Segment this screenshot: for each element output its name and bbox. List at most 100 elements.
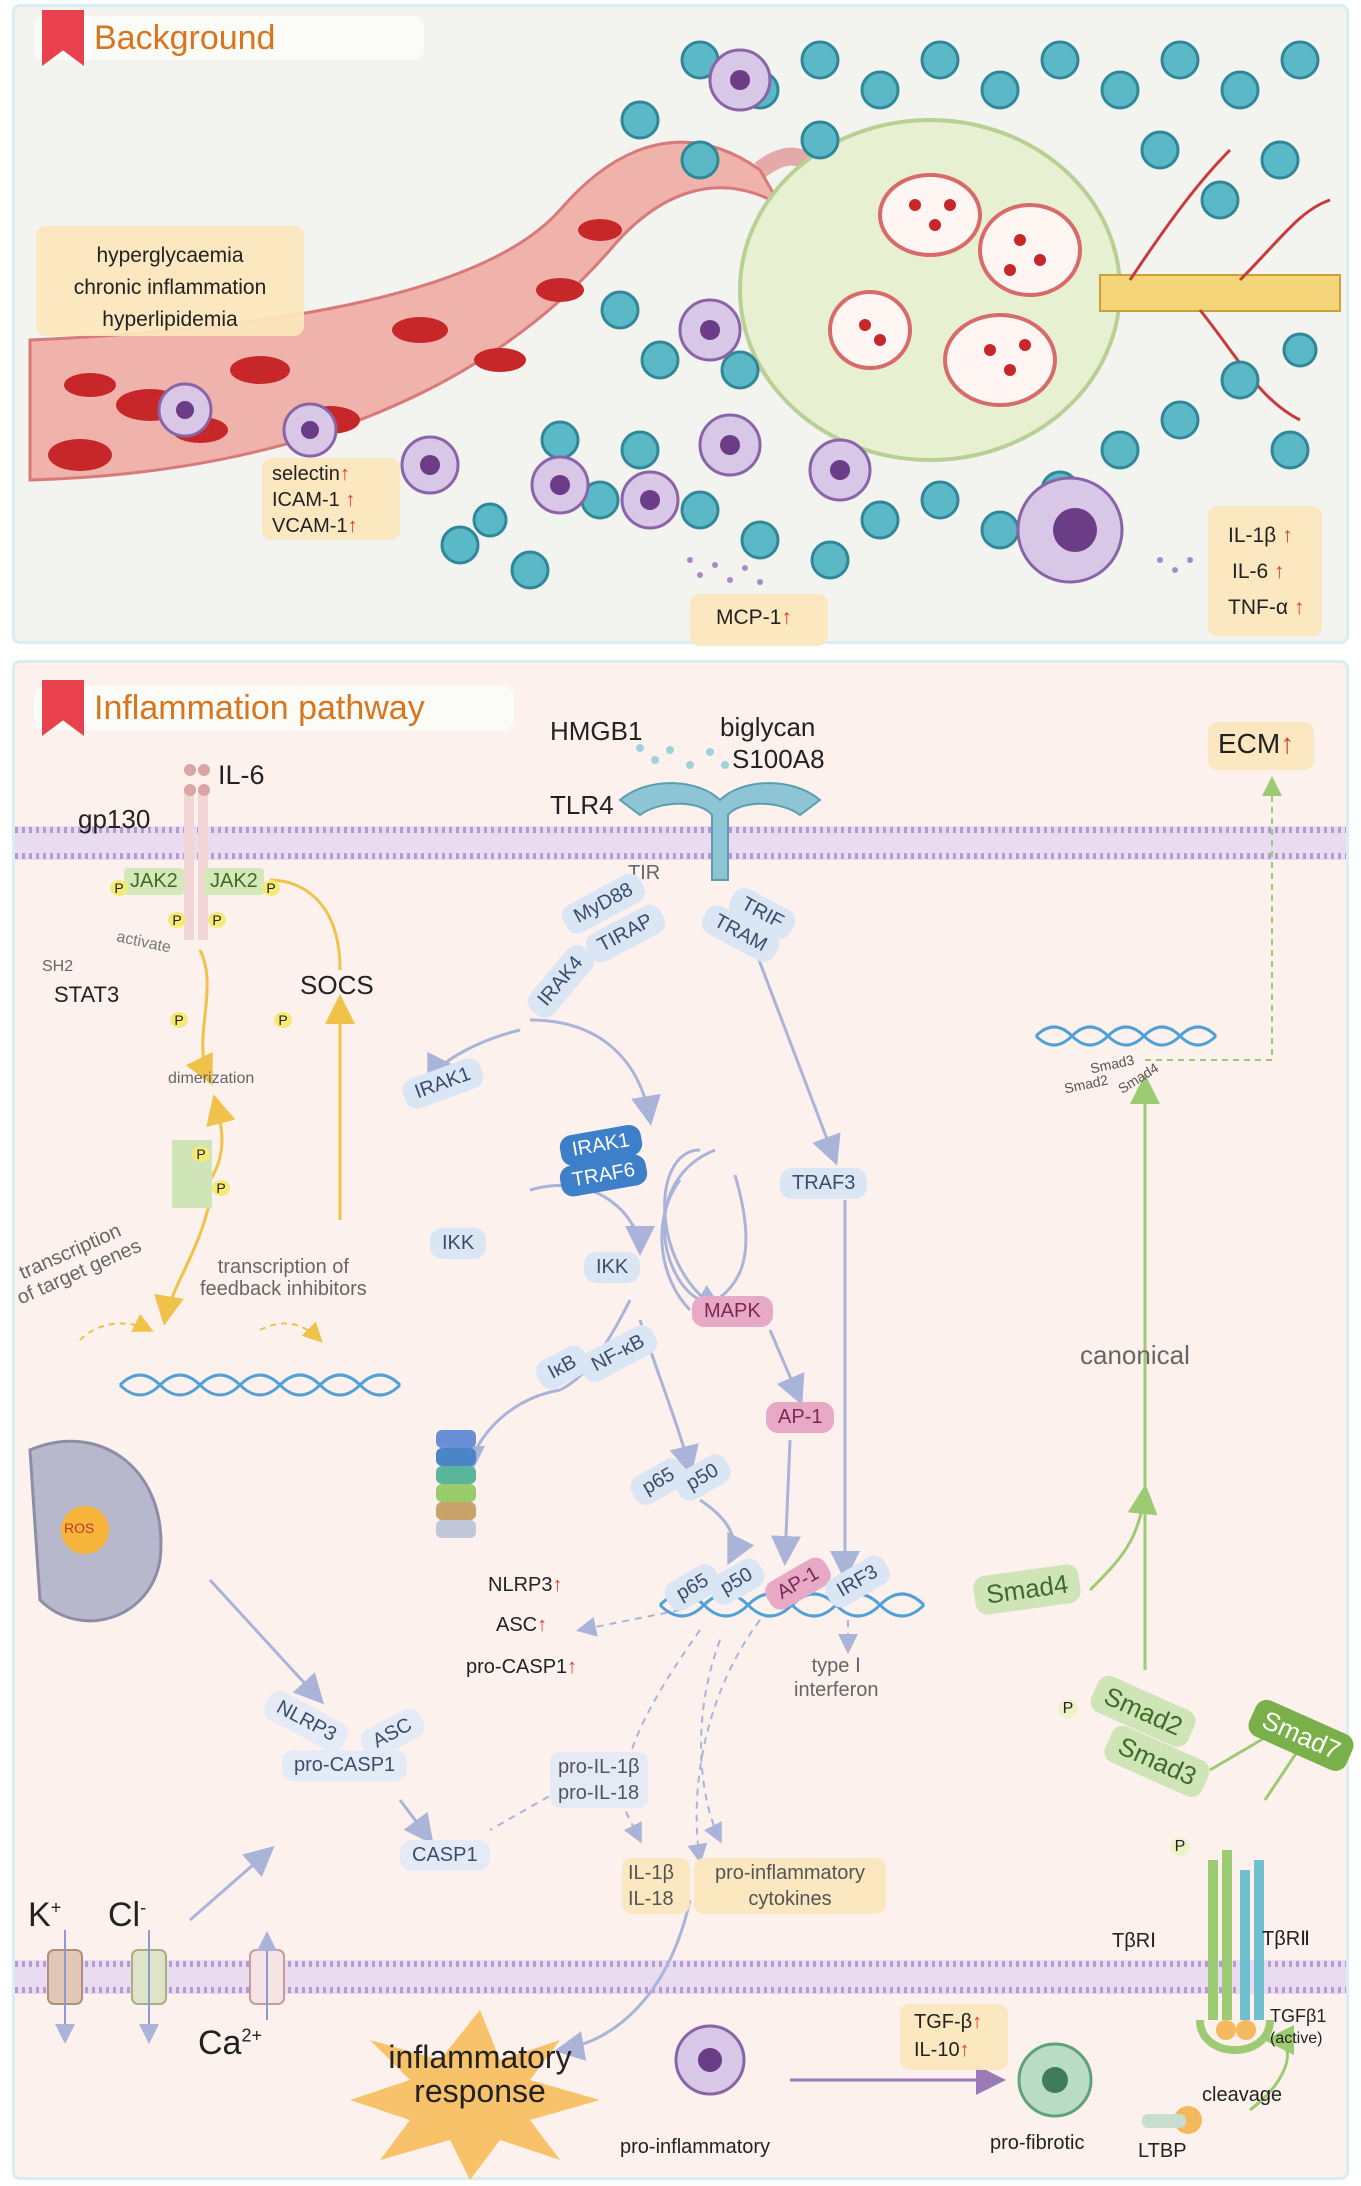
cell-membrane-top [15, 826, 1346, 860]
condition-hyperglycaemia: hyperglycaemia [96, 244, 244, 267]
il10-text: IL-10 [914, 2039, 960, 2061]
asc-up: ASC↑ [496, 1614, 547, 1637]
jak2-right: JAK2 [204, 868, 264, 895]
ecm-label: ECM↑ [1218, 728, 1294, 760]
dna-smad [1034, 1025, 1218, 1047]
cl-charge: - [140, 1897, 147, 1918]
background-title-text: Background [94, 19, 276, 57]
inflammatory-response: inflammatory response [360, 2040, 600, 2108]
tubule [1099, 274, 1341, 312]
up-arrow-icon: ↑ [567, 1656, 578, 1678]
tgfb1-active-label: (active) [1270, 2030, 1323, 2047]
gp130-receptor [184, 764, 210, 940]
feedback-inhibitors: transcription of feedback inhibitors [200, 1256, 367, 1300]
tgfb1-label: TGFβ1 [1270, 2006, 1327, 2026]
traf3: TRAF3 [780, 1168, 868, 1199]
mcp1-particles [687, 557, 1193, 585]
inflammation-panel [12, 660, 1349, 2180]
tlr-dashed [489, 1609, 858, 1864]
hmgb1-label: HMGB1 [550, 716, 643, 746]
inflammatory-burst [350, 2010, 600, 2180]
phospho-badge: P [1170, 1838, 1190, 1856]
pro-fibrotic-label: pro-fibrotic [990, 2132, 1085, 2154]
sh2-label: SH2 [42, 958, 74, 975]
calcium-ion: Ca2+ [198, 2024, 262, 2063]
cytokines-list: IL-1β ↑ IL-6 ↑ TNF-α ↑ [1228, 518, 1304, 626]
canonical-label: canonical [1080, 1340, 1190, 1370]
phospho-badge: P [170, 1012, 188, 1028]
condition-hyperlipidemia: hyperlipidemia [102, 308, 238, 331]
cytokine-box [694, 1858, 886, 1914]
pathway-title-text: Inflammation pathway [94, 689, 425, 727]
phospho-badge: P [262, 880, 280, 896]
ecm-dashed-arrow [1145, 776, 1282, 1061]
dna-nfkb [658, 1592, 926, 1618]
up-arrow-icon: ↑ [1282, 524, 1293, 547]
tgfb-text: TGF-β [914, 2011, 973, 2033]
type-i-line2: interferon [794, 1679, 879, 1701]
tbr2-label: TβRⅡ [1262, 1928, 1311, 1950]
mitochondrion [28, 1439, 163, 1623]
cytokine-il6: IL-6 [1232, 560, 1269, 583]
up-arrow-icon: ↑ [1293, 596, 1305, 619]
mcp1-label: MCP-1↑ [716, 606, 792, 630]
procasp1-complex: pro-CASP1 [282, 1750, 408, 1781]
capillary-loops [828, 173, 1082, 407]
jak2-left: JAK2 [124, 868, 184, 895]
macrophages-bottom [674, 2024, 1093, 2118]
cleavage-label: cleavage [1202, 2084, 1283, 2106]
mcp1-box [690, 594, 828, 646]
ca-charge: 2+ [241, 2025, 262, 2046]
pro-il1b: pro-IL-1β [558, 1756, 640, 1778]
dimerization-label: dimerization [168, 1070, 255, 1087]
pro-il-box: pro-IL-1β pro-IL-18 [550, 1752, 648, 1808]
adhesion-icam1: ICAM-1 [272, 489, 340, 511]
mcp1-text: MCP-1 [716, 606, 782, 629]
proinfl-line1: pro-inflammatory [714, 1862, 866, 1884]
pro-inflammatory-label: pro-inflammatory [620, 2136, 771, 2158]
il-box [622, 1858, 690, 1914]
adhesion-vcam1: VCAM-1 [272, 515, 348, 537]
cl-text: Cl [108, 1896, 141, 1934]
jak-dashed [79, 1313, 323, 1343]
up-arrow-icon: ↑ [339, 463, 350, 485]
ap1: AP-1 [766, 1402, 835, 1433]
procasp1-up-text: pro-CASP1 [466, 1656, 568, 1678]
cytokine-tnfa: TNF-α [1228, 596, 1288, 619]
mapk: MAPK [692, 1296, 773, 1327]
type-i-interferon: type Ⅰ interferon [794, 1654, 879, 1702]
asc-up-text: ASC [496, 1614, 538, 1636]
stat3-label: STAT3 [54, 982, 120, 1007]
ikk-active: IKK [584, 1252, 641, 1283]
proteasome [436, 1430, 476, 1538]
ecm-box [1208, 722, 1314, 770]
tgfb-il10-box [900, 2004, 1008, 2070]
tlr4-label: TLR4 [550, 790, 614, 820]
biglycan-label: biglycan [720, 712, 816, 742]
response-line1: inflammatory [388, 2039, 572, 2075]
nlrp3-up-text: NLRP3 [488, 1574, 553, 1596]
proinflammatory-cytokines: pro-inflammatory cytokines [696, 1860, 884, 1912]
ion-flux-arrows [55, 1930, 277, 2044]
il-list: IL-1β IL-18 [628, 1860, 674, 1912]
tlr4-receptor [618, 782, 822, 881]
up-arrow-icon: ↑ [781, 606, 792, 629]
adhesion-box [262, 458, 400, 540]
casp1: CASP1 [400, 1840, 490, 1871]
cytokine-il1b: IL-1β [1228, 524, 1277, 547]
phospho-badge: P [212, 1180, 230, 1196]
monocyte-nuclei [176, 70, 1097, 552]
cell-membrane-bottom [15, 1960, 1346, 1994]
pro-il18: pro-IL-18 [558, 1782, 640, 1804]
up-arrow-icon: ↑ [552, 1574, 563, 1596]
procasp1-up: pro-CASP1↑ [466, 1656, 577, 1679]
chloride-ion: Cl- [108, 1896, 146, 1935]
socs-label: SOCS [300, 970, 374, 1000]
k-charge: + [50, 1897, 62, 1918]
up-arrow-icon: ↑ [959, 2039, 970, 2061]
potassium-ion: K+ [28, 1896, 61, 1935]
tbr1-label: TβRⅠ [1112, 1930, 1157, 1952]
pathway-title: Inflammation pathway [34, 680, 514, 736]
dna-jak [118, 1373, 402, 1397]
